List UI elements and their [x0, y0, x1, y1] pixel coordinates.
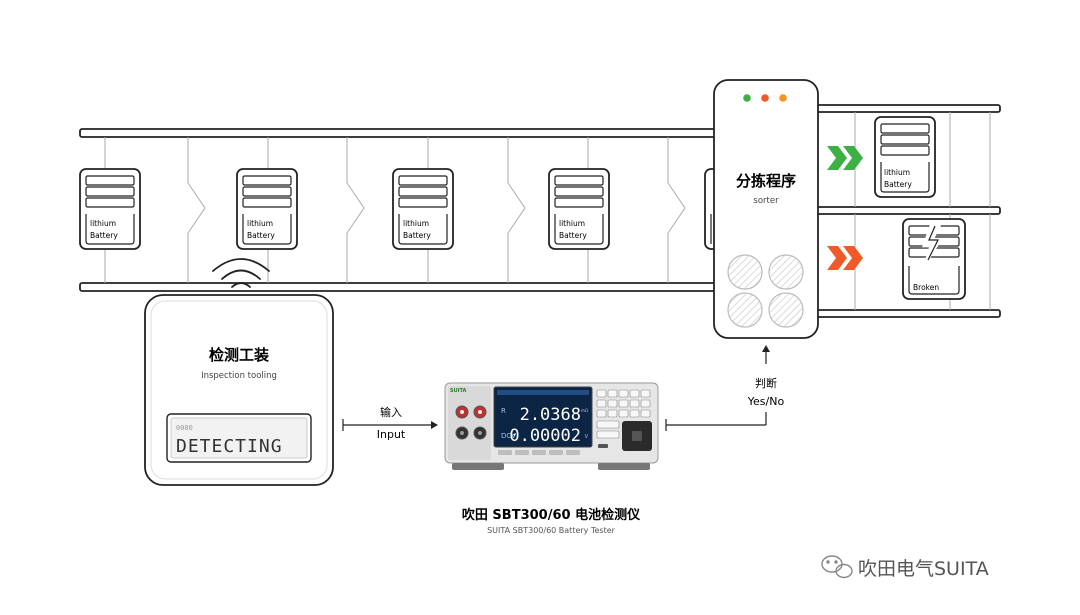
battery-label-line1: lithium	[247, 219, 273, 228]
input-connector: 输入 Input	[342, 405, 438, 441]
battery-4: lithium Battery	[548, 168, 610, 250]
battery-label-line1: lithium	[90, 219, 116, 228]
tester-unit-r: mΩ	[581, 408, 588, 413]
tester-unit-v: V	[585, 434, 589, 440]
battery-label-line1: lithium	[559, 219, 585, 228]
input-label-en: Input	[377, 428, 406, 441]
tester-title: 吹田 SBT300/60 电池检测仪	[462, 507, 641, 523]
sorter-title: 分拣程序	[736, 172, 796, 190]
judge-label-en: Yes/No	[747, 395, 785, 408]
battery-1: lithium Battery	[79, 168, 141, 250]
tester-reading-r: 2.0368	[520, 405, 581, 425]
battery-label-line1: lithium	[403, 219, 429, 228]
tester-label-r: R	[501, 407, 506, 415]
status-light-orange	[779, 94, 787, 102]
pass-arrow-icon	[827, 146, 863, 170]
judge-connector: 判断 Yes/No	[665, 345, 785, 431]
tester-reading-v: 0.00002	[509, 426, 581, 446]
brand-logo: SUITA	[450, 388, 467, 394]
tester-label-v: DCV	[501, 432, 516, 440]
watermark-text: 吹田电气SUITA	[858, 558, 989, 580]
watermark: 吹田电气SUITA	[821, 555, 989, 580]
battery-label-line2: Battery	[247, 231, 275, 240]
battery-2: lithium Battery	[236, 168, 298, 250]
sorter-subtitle: sorter	[753, 196, 779, 206]
detecting-display: DETECTING	[176, 436, 283, 457]
battery-label-line2: Battery	[559, 231, 587, 240]
inspection-title: 检测工装	[209, 346, 270, 364]
wireless-signal-icon	[212, 258, 270, 288]
fail-arrow-icon	[827, 246, 863, 270]
wechat-icon	[821, 555, 853, 579]
battery-tester: SUITA R 2.0368 mΩ DCV 0.00002 V	[444, 382, 659, 470]
battery-3: lithium Battery	[392, 168, 454, 250]
display-small-digits: 0000	[176, 424, 193, 432]
sorter-unit: 分拣程序 sorter	[713, 79, 819, 339]
inspection-tooling: 检测工装 Inspection tooling 0000 DETECTING	[144, 294, 334, 486]
output-battery-good: lithium Battery	[874, 116, 936, 198]
battery-label-line2: Battery	[884, 180, 912, 189]
battery-label-line2: Battery	[90, 231, 118, 240]
sorter-buttons	[727, 254, 804, 328]
battery-label-line1: lithium	[884, 168, 910, 177]
output-battery-broken: Broken	[902, 218, 966, 300]
input-label-zh: 输入	[380, 405, 402, 419]
status-light-green	[743, 94, 751, 102]
status-light-red	[761, 94, 769, 102]
broken-label: Broken	[913, 283, 939, 292]
inspection-subtitle: Inspection tooling	[201, 371, 277, 381]
judge-label-zh: 判断	[755, 376, 777, 390]
battery-label-line2: Battery	[403, 231, 431, 240]
tester-subtitle: SUITA SBT300/60 Battery Tester	[487, 526, 616, 535]
